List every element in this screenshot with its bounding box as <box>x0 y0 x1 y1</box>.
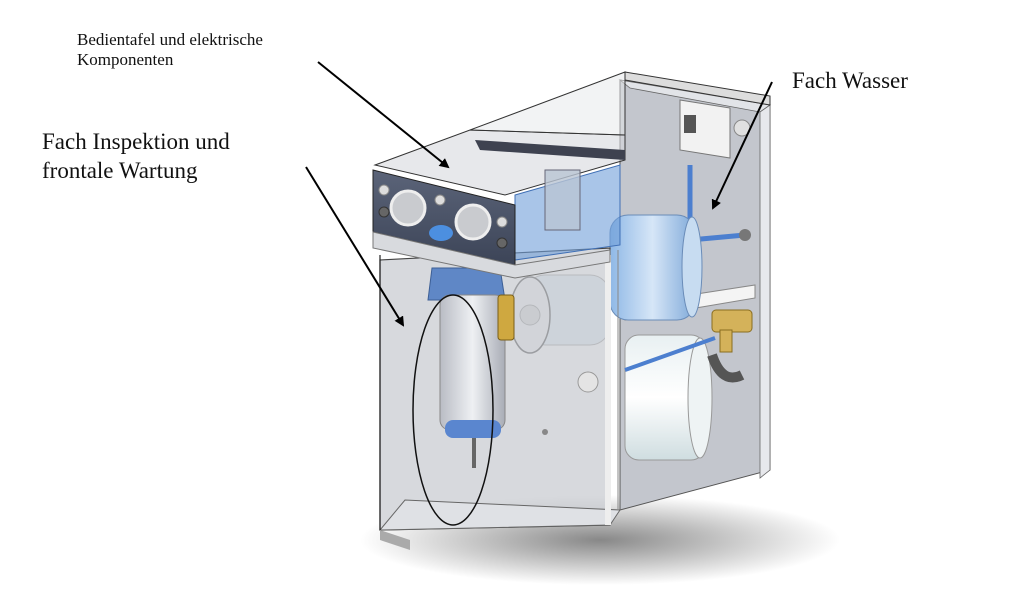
panel-button-2 <box>496 237 508 249</box>
indicator-light-3 <box>496 216 508 228</box>
label-inspection-line1: Fach Inspektion und <box>42 129 230 154</box>
label-control-panel: Bedientafel und elektrische Komponenten <box>77 30 263 71</box>
top-housing <box>373 71 771 261</box>
water-filter <box>427 267 506 468</box>
gauge-right <box>454 203 492 241</box>
arrow-inspection <box>305 166 405 327</box>
arrow-water <box>711 81 773 210</box>
label-control-panel-line2: Komponenten <box>77 50 174 70</box>
indicator-light-2 <box>434 194 446 206</box>
control-panel <box>372 169 611 279</box>
inspection-compartment <box>378 247 621 550</box>
panel-logo-oval <box>429 225 453 241</box>
brass-manifold <box>707 309 753 383</box>
panel-button-1 <box>378 206 390 218</box>
label-inspection-line2: frontale Wartung <box>42 157 198 183</box>
junction-box <box>679 99 751 159</box>
label-water-compartment: Fach Wasser <box>792 67 908 95</box>
highlight-ellipse <box>412 294 494 526</box>
pressure-tank <box>624 334 713 461</box>
label-control-panel-line1: Bedientafel und elektrische <box>77 30 263 49</box>
label-water-line1: Fach Wasser <box>792 68 908 93</box>
indicator-light-1 <box>378 184 390 196</box>
brass-valve <box>497 294 515 341</box>
reservoir <box>514 164 621 261</box>
label-inspection-compartment: Fach Inspektion und frontale Wartung <box>42 128 230 186</box>
gauge-left <box>389 189 427 227</box>
membrane-housing <box>609 214 703 321</box>
arrow-control-panel <box>317 61 450 169</box>
